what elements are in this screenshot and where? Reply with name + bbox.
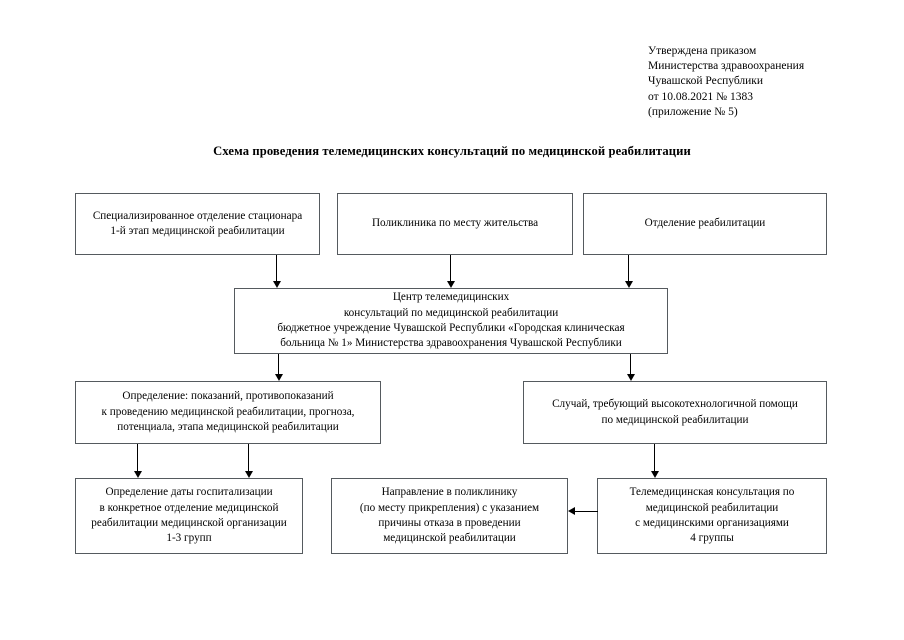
connector-center-to-determination	[278, 354, 279, 375]
connector-determination-to-referral	[248, 444, 249, 471]
flow-box-high-tech-case-line-2: по медицинской реабилитации	[601, 413, 749, 426]
arrowhead-high-tech-case-to-teleconsultation	[651, 471, 659, 478]
arrowhead-policlinic-to-center	[447, 281, 455, 288]
flow-box-referral-to-policlinic-line-2: (по месту прикрепления) с указанием	[359, 501, 540, 514]
flow-box-determination: Определение: показаний, противопоказаний…	[75, 381, 381, 444]
flow-box-telemedicine-center-line-1: Центр телемедицинских	[392, 291, 510, 304]
connector-stationary-to-center	[276, 255, 277, 281]
flow-box-referral-to-policlinic-line-4: медицинской реабилитации	[383, 532, 516, 545]
flow-box-determination-line-3: потенциала, этапа медицинской реабилитац…	[117, 421, 339, 434]
flow-box-telemedicine-consultation-line-3: с медицинскими организациями	[635, 517, 789, 529]
connector-center-to-high-tech-case	[630, 354, 631, 375]
flow-box-telemedicine-center-line-3: бюджетное учреждение Чувашской Республик…	[277, 322, 625, 334]
flow-box-rehabilitation-department-line-1: Отделение реабилитации	[644, 217, 766, 230]
approval-line-3: Чувашской Республики	[648, 75, 764, 88]
flow-box-determination-line-1: Определение: показаний, противопоказаний	[122, 390, 334, 403]
arrowhead-determination-to-referral	[245, 471, 253, 478]
flow-box-determination-line-2: к проведению медицинской реабилитации, п…	[101, 405, 355, 418]
flow-box-stationary-department-line-2: 1-й этап медицинской реабилитации	[110, 225, 285, 237]
approval-line-5: (приложение № 5)	[648, 105, 738, 118]
flow-box-telemedicine-consultation-line-4: 4 группы	[690, 532, 734, 545]
arrowhead-stationary-to-center	[273, 281, 281, 288]
flow-box-telemedicine-consultation: Телемедицинская консультация по медицинс…	[597, 478, 827, 554]
flow-box-referral-to-policlinic-line-1: Направление в поликлинику	[381, 486, 518, 499]
flow-box-telemedicine-consultation-line-2: медицинской реабилитации	[645, 501, 779, 514]
arrowhead-teleconsultation-to-referral	[568, 507, 575, 515]
arrowhead-center-to-high-tech-case	[627, 374, 635, 381]
connector-policlinic-to-center	[450, 255, 451, 281]
flow-box-high-tech-case-line-1: Случай, требующий высокотехнологичной по…	[552, 398, 798, 411]
flow-box-hospitalization-date-line-1: Определение даты госпитализации	[105, 486, 273, 499]
flow-box-telemedicine-center-line-4: больница № 1» Министерства здравоохранен…	[280, 337, 622, 350]
flow-box-policlinic: Поликлиника по месту жительства	[337, 193, 573, 255]
flow-box-stationary-department-line-1: Специализированное отделение стационара	[92, 209, 303, 222]
connector-determination-to-hospitalization-date	[137, 444, 138, 471]
page-title: Схема проведения телемедицинских консуль…	[213, 144, 691, 158]
approval-line-4: от 10.08.2021 № 1383	[648, 90, 753, 103]
approval-line-2: Министерства здравоохранения	[648, 60, 805, 73]
flow-box-referral-to-policlinic: Направление в поликлинику (по месту прик…	[331, 478, 568, 554]
connector-rehab-dept-to-center	[628, 255, 629, 281]
flow-box-policlinic-line-1: Поликлиника по месту жительства	[371, 217, 539, 230]
flow-box-referral-to-policlinic-line-3: причины отказа в проведении	[378, 517, 521, 529]
arrowhead-center-to-determination	[275, 374, 283, 381]
flow-box-stationary-department: Специализированное отделение стационара …	[75, 193, 320, 255]
flow-box-telemedicine-center-line-2: консультаций по медицинской реабилитации	[343, 306, 559, 319]
arrowhead-rehab-dept-to-center	[625, 281, 633, 288]
connector-high-tech-case-to-teleconsultation	[654, 444, 655, 471]
connector-teleconsultation-to-referral	[575, 511, 598, 512]
flow-box-hospitalization-date-line-4: 1-3 групп	[166, 532, 212, 545]
flow-box-hospitalization-date-line-2: в конкретное отделение медицинской	[99, 501, 279, 514]
flow-box-rehabilitation-department: Отделение реабилитации	[583, 193, 827, 255]
flow-box-high-tech-case: Случай, требующий высокотехнологичной по…	[523, 381, 827, 444]
flow-box-hospitalization-date: Определение даты госпитализации в конкре…	[75, 478, 303, 554]
approval-block: Утверждена приказом Министерства здравоо…	[648, 44, 898, 120]
flow-box-hospitalization-date-line-3: реабилитации медицинской организации	[91, 517, 287, 529]
flow-box-telemedicine-center: Центр телемедицинских консультаций по ме…	[234, 288, 668, 354]
approval-line-1: Утверждена приказом	[648, 45, 757, 57]
arrowhead-determination-to-hospitalization-date	[134, 471, 142, 478]
flow-box-telemedicine-consultation-line-1: Телемедицинская консультация по	[629, 486, 795, 499]
